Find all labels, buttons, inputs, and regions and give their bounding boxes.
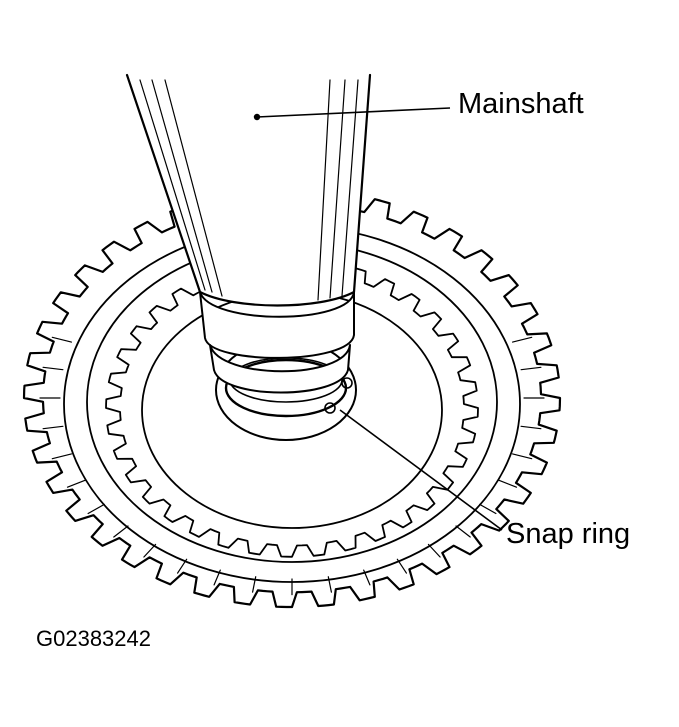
mainshaft-label: Mainshaft xyxy=(458,88,584,120)
gear-rib xyxy=(113,525,129,538)
shaft-spline-line xyxy=(151,79,213,293)
shaft-collar xyxy=(199,291,355,359)
gear-rib xyxy=(498,479,518,488)
gear-rib xyxy=(51,453,73,460)
gear-rib xyxy=(66,479,86,488)
outer-gear-teeth xyxy=(22,187,562,609)
shaft-spline-line xyxy=(329,79,346,299)
inner-spline-teeth xyxy=(105,258,479,558)
gear-rib xyxy=(427,543,441,558)
gear-rib xyxy=(87,503,105,515)
shaft-step xyxy=(209,344,351,394)
gear-rib xyxy=(252,576,257,593)
gear-rib xyxy=(520,425,542,430)
shaft-spline-line xyxy=(317,79,331,301)
gear-rib xyxy=(511,336,533,343)
gear-rib xyxy=(42,425,64,430)
shaft-spline-line xyxy=(341,79,359,297)
gear-rib xyxy=(177,558,188,574)
snap-ring-label: Snap ring xyxy=(506,518,631,550)
figure-code: G02383242 xyxy=(36,626,151,651)
gear-rib xyxy=(143,543,157,558)
mainshaft-body xyxy=(125,73,372,307)
gear-rib xyxy=(520,366,542,371)
snap-ring-eyelet xyxy=(324,402,336,414)
gear-rib xyxy=(511,453,533,460)
mainshaft-leader-dot xyxy=(253,113,261,121)
gear-rib xyxy=(42,366,64,371)
gear-rib xyxy=(213,569,221,586)
gear-rib xyxy=(363,569,371,586)
gear-rib xyxy=(396,558,407,574)
shaft-spline-line xyxy=(139,79,206,291)
gear-rib xyxy=(479,503,497,515)
callout-lines xyxy=(253,107,503,531)
snap-ring-eyelet xyxy=(341,377,353,389)
gear-rib xyxy=(455,525,471,538)
snap-ring-leader-line xyxy=(339,409,503,531)
shaft-spline-line xyxy=(164,79,223,297)
gear-rib xyxy=(51,336,73,343)
gear-rib xyxy=(327,576,332,593)
drawing xyxy=(22,73,562,609)
mainshaft-leader-line xyxy=(256,107,451,118)
